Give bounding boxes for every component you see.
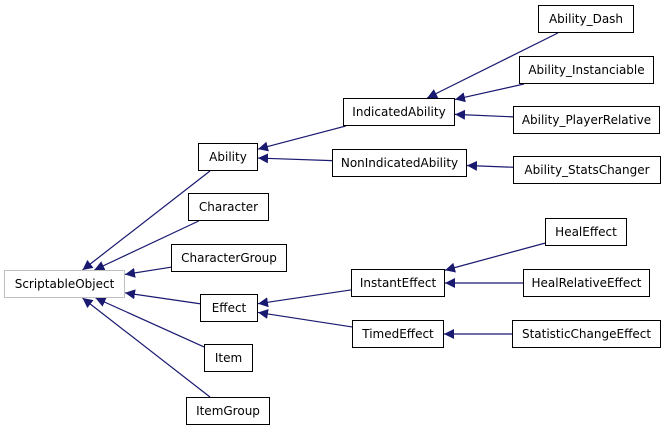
node-ability-dash[interactable]: Ability_Dash (538, 5, 634, 33)
edge-character-to-scriptable-object (94, 220, 199, 271)
edge-item-to-scriptable-object (95, 297, 205, 348)
node-character[interactable]: Character (188, 193, 269, 221)
node-heal-relative-effect[interactable]: HealRelativeEffect (523, 269, 650, 297)
node-effect[interactable]: Effect (200, 294, 258, 322)
node-ability-instanciable[interactable]: Ability_Instanciable (519, 56, 654, 84)
edge-ability-stats-changer-to-non-indicated-ability (466, 160, 514, 171)
edge-timed-effect-to-effect (257, 309, 353, 328)
edge-ability-instanciable-to-indicated-ability (454, 83, 525, 103)
edge-item-group-to-scriptable-object (82, 297, 211, 398)
node-ability[interactable]: Ability (198, 143, 258, 171)
node-character-group[interactable]: CharacterGroup (171, 244, 287, 272)
edge-instant-effect-to-effect (257, 289, 352, 308)
node-ability-stats-changer[interactable]: Ability_StatsChanger (513, 156, 661, 184)
edge-heal-effect-to-instant-effect (444, 242, 546, 273)
node-instant-effect[interactable]: InstantEffect (351, 269, 445, 297)
node-non-indicated-ability[interactable]: NonIndicatedAbility (332, 149, 467, 177)
node-indicated-ability[interactable]: IndicatedAbility (343, 98, 455, 126)
node-timed-effect[interactable]: TimedEffect (352, 320, 444, 348)
node-item[interactable]: Item (204, 344, 253, 372)
node-heal-effect[interactable]: HealEffect (545, 218, 627, 246)
edge-indicated-ability-to-ability (257, 125, 346, 152)
node-scriptable-object[interactable]: ScriptableObject (4, 270, 125, 298)
edge-effect-to-scriptable-object (124, 289, 201, 305)
edge-ability-dash-to-indicated-ability (426, 32, 559, 99)
edge-non-indicated-ability-to-ability (257, 153, 333, 164)
edge-character-group-to-scriptable-object (124, 266, 172, 278)
edge-ability-player-relative-to-indicated-ability (454, 109, 514, 120)
node-statistic-change-effect[interactable]: StatisticChangeEffect (512, 320, 661, 348)
edge-ability-to-scriptable-object (82, 170, 211, 271)
node-item-group[interactable]: ItemGroup (186, 397, 270, 425)
node-ability-player-relative[interactable]: Ability_PlayerRelative (513, 106, 660, 134)
